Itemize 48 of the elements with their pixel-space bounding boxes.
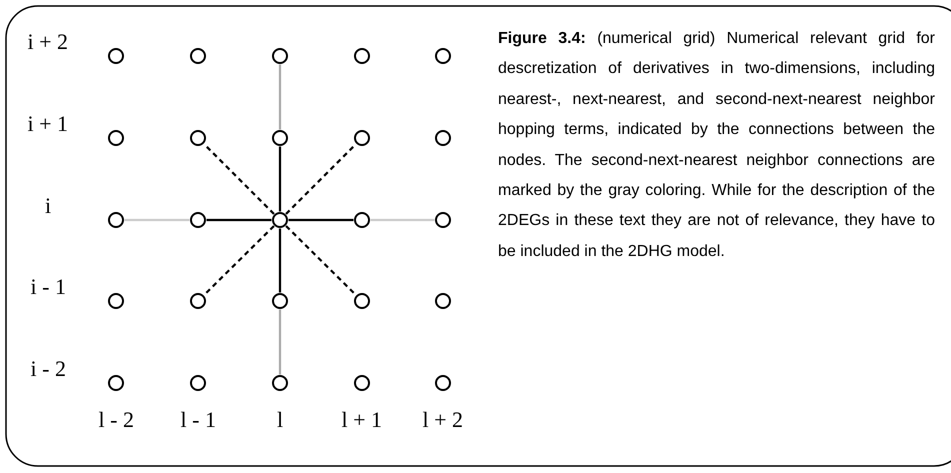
dashed-connection-line	[285, 225, 357, 296]
grid-node-circle	[354, 374, 370, 390]
grid-node-circle	[354, 130, 370, 146]
dashed-connection-line	[203, 143, 275, 215]
dashed-connection-line	[285, 143, 357, 215]
connection-line	[288, 218, 354, 222]
grid-node-circle	[434, 48, 450, 64]
connection-line	[370, 218, 434, 222]
grid-node-circle	[190, 212, 206, 228]
grid-node-circle	[272, 48, 288, 64]
row-index-label: i + 2	[28, 30, 68, 54]
grid-node-circle	[190, 130, 206, 146]
grid-node-circle	[272, 374, 288, 390]
grid-node-circle	[190, 374, 206, 390]
row-index-label: i + 1	[28, 112, 68, 136]
grid-node-circle	[190, 48, 206, 64]
grid-node-circle	[108, 374, 124, 390]
grid-node-circle	[272, 212, 288, 228]
row-index-label: i - 2	[30, 357, 66, 381]
grid-node-circle	[108, 292, 124, 308]
column-index-label: l - 2	[98, 408, 134, 432]
connection-line	[278, 228, 282, 292]
grid-node-circle	[434, 130, 450, 146]
column-index-label: l	[277, 408, 284, 432]
grid-node-circle	[354, 212, 370, 228]
grid-node-circle	[272, 130, 288, 146]
dashed-connection-line	[203, 225, 275, 296]
grid-node-circle	[272, 292, 288, 308]
connection-line	[278, 310, 282, 374]
connection-line	[278, 146, 282, 212]
grid-node-circle	[434, 292, 450, 308]
grid-node-circle	[108, 130, 124, 146]
connection-line	[278, 64, 282, 130]
grid-node-circle	[108, 48, 124, 64]
figure-caption: Figure 3.4: (numerical grid) Numerical relevant grid for descretization of derivatives in two-dimensions, including nearest-, next-nearest, and second-next-nearest neighbor hopping terms, indicated by the connections between the nodes. The second-next-nearest neighbor connections are marked by the gray coloring. While for the description of the 2DEGs in these text they are not of relevance, they have to be included in the 2DHG model.	[498, 29, 935, 262]
connection-line	[124, 218, 190, 222]
grid-node-circle	[190, 292, 206, 308]
grid-node-circle	[354, 48, 370, 64]
row-index-label: i	[45, 194, 52, 218]
grid-node-circle	[434, 212, 450, 228]
column-index-label: l - 1	[180, 408, 216, 432]
grid-node-circle	[354, 292, 370, 308]
row-index-label: i - 1	[30, 275, 66, 299]
column-index-label: l + 2	[422, 408, 464, 432]
connection-line	[206, 218, 272, 222]
grid-node-circle	[108, 212, 124, 228]
column-index-label: l + 1	[342, 408, 382, 432]
grid-node-circle	[434, 374, 450, 390]
